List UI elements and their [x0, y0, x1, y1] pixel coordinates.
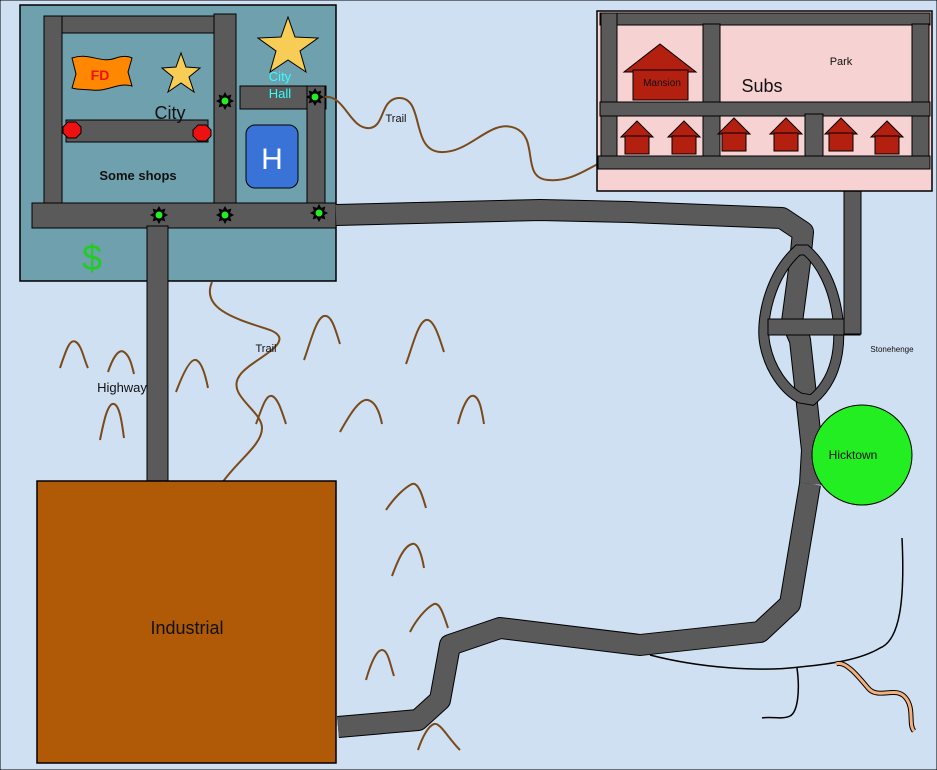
trail-subs-label: Trail — [386, 113, 407, 125]
traffic-lights — [150, 88, 328, 224]
city-hall-label-line1: City — [269, 69, 292, 84]
mountain-icon — [405, 318, 445, 365]
mountain-icon — [175, 358, 209, 393]
city-road-top — [43, 15, 235, 34]
city-main-road — [31, 202, 337, 229]
city-district: FD City City Hall H Some shops $ — [19, 4, 337, 282]
highway-road — [146, 225, 169, 485]
subs-road-right — [911, 23, 930, 159]
mountain-icon — [385, 482, 427, 511]
subs-road-left — [600, 12, 618, 164]
houses — [619, 117, 905, 155]
house-icon — [716, 117, 752, 152]
police-star-icon — [160, 51, 202, 94]
house-icon — [768, 117, 804, 152]
city-hall-label-line2: Hall — [269, 86, 292, 101]
mountain-icon — [409, 602, 449, 633]
mountain-icon — [107, 350, 135, 375]
main-highway — [335, 167, 862, 738]
city-road-right — [306, 85, 326, 209]
trails — [208, 95, 601, 484]
subs-road-mid1 — [702, 23, 721, 157]
stop-sign-icon — [62, 121, 82, 139]
suburbs-district: Mansion Subs Park — [596, 10, 933, 192]
subs-road-bottom — [597, 155, 931, 170]
mountain-icon — [339, 398, 383, 433]
stonehenge-ring-fill — [759, 245, 844, 405]
traffic-light-icon — [216, 206, 234, 224]
dollar-icon: $ — [82, 237, 102, 278]
hicktown-circle — [811, 404, 913, 506]
mountain-icon — [391, 542, 425, 577]
city-road-center — [213, 13, 237, 209]
city-label: City — [155, 103, 186, 123]
subs-connector-road — [843, 167, 862, 335]
trail-city-to-subs — [324, 95, 601, 182]
hicktown-label: Hicktown — [829, 448, 878, 462]
mountain-icon — [303, 314, 341, 361]
mountain-icon — [457, 394, 485, 425]
city-road-shops — [65, 119, 209, 143]
stop-sign-icon — [192, 124, 212, 142]
hospital-icon — [245, 124, 299, 189]
fire-department-label: FD — [91, 67, 110, 83]
subs-label: Subs — [741, 76, 782, 96]
hospital-label: H — [261, 143, 283, 176]
fire-department-flag-icon — [71, 55, 133, 91]
mountain-icon — [255, 394, 287, 425]
highway-label: Highway — [97, 380, 147, 395]
mansion-icon — [622, 43, 698, 101]
industrial-label: Industrial — [150, 618, 223, 638]
subs-road-top — [599, 12, 931, 26]
stonehenge-label: Stonehenge — [870, 345, 914, 354]
trail-city-label: Trail — [256, 343, 277, 355]
subs-road-mid2 — [804, 113, 824, 159]
house-icon — [666, 120, 702, 155]
mansion-label: Mansion — [643, 78, 681, 89]
city-hall-star-icon — [256, 15, 320, 74]
stream-black-branch — [761, 667, 800, 719]
mountain-icon — [99, 402, 125, 441]
industrial-block — [36, 480, 337, 764]
house-icon — [823, 117, 859, 152]
traffic-light-icon — [150, 206, 168, 224]
stream-orange-fill — [835, 661, 916, 732]
some-shops-label: Some shops — [99, 168, 176, 183]
mountain-icon — [417, 722, 461, 751]
mountains — [59, 314, 485, 751]
traffic-light-icon — [216, 92, 234, 110]
traffic-light-icon — [310, 204, 328, 222]
streams — [649, 537, 917, 733]
highway-south-loop-fill — [337, 482, 820, 737]
traffic-light-icon — [306, 88, 324, 106]
trail-city-to-industrial — [208, 281, 281, 484]
mountain-icon — [59, 340, 89, 369]
house-icon — [869, 120, 905, 155]
city-road-left — [43, 15, 63, 207]
mountain-icon — [365, 648, 395, 681]
subs-road-middle — [599, 101, 931, 117]
house-icon — [619, 120, 655, 155]
park-label: Park — [830, 56, 853, 68]
